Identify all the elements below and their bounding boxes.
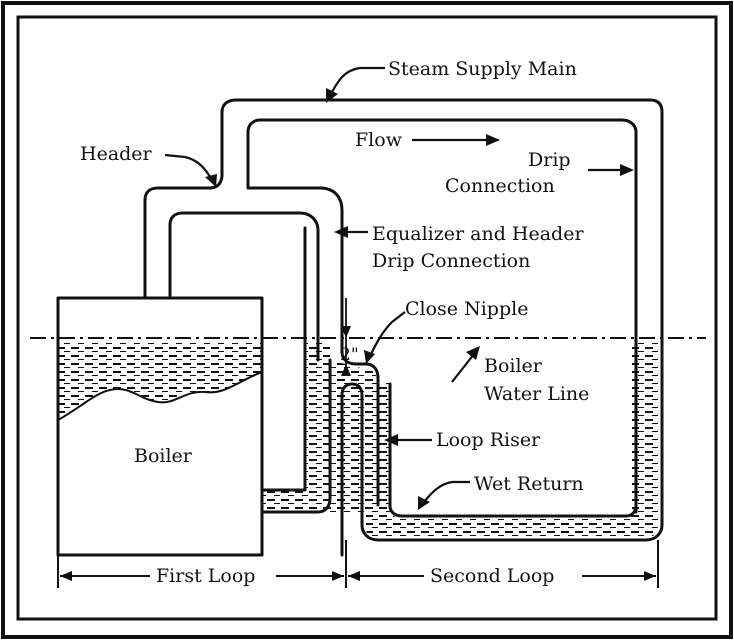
boiler-water-surface (57, 371, 263, 421)
header-arrow (164, 153, 213, 181)
second-loop-arrow-left (348, 571, 360, 581)
close-nipple-arrowhead (364, 350, 375, 364)
steam-supply-main-inner (168, 211, 320, 362)
header-to-equalizer (246, 186, 344, 342)
first-loop-arrow-left (60, 571, 72, 581)
boiler-water-line-label-1: Boiler (484, 355, 543, 377)
steam-supply-main-label: Steam Supply Main (388, 58, 577, 80)
first-loop-arrow-right (332, 571, 344, 581)
boiler-water-line-label-2: Water Line (484, 383, 589, 405)
two-inch-label: 2" (340, 345, 359, 365)
wet-return-label: Wet Return (474, 473, 584, 495)
header-riser-inner (246, 118, 638, 514)
equalizer-label-2: Drip Connection (372, 250, 530, 272)
equalizer-label-1: Equalizer and Header (372, 223, 584, 245)
drip-connection-label-2: Connection (445, 175, 555, 197)
wet-return-arrow (423, 480, 470, 503)
equalizer-pipe (260, 226, 307, 492)
two-inch-arrow-bottom (341, 364, 351, 376)
second-loop-label: Second Loop (430, 565, 554, 587)
drip-connection-arrowhead (620, 164, 634, 176)
second-loop-water (366, 341, 658, 540)
boiler-water-line-arrowhead (466, 346, 480, 360)
close-nipple-connection (340, 338, 380, 507)
flow-label: Flow (355, 129, 403, 151)
steam-supply-main-outer (143, 98, 664, 527)
two-inch-arrow-top (341, 326, 351, 338)
boiler-label: Boiler (134, 445, 193, 467)
loop-riser-arrowhead (384, 434, 398, 446)
equalizer-arrowhead (334, 226, 348, 238)
second-loop-arrow-right (644, 571, 656, 581)
close-nipple-arrow (369, 311, 406, 357)
header-label: Header (80, 143, 153, 165)
first-loop-return-water (262, 341, 376, 512)
steam-supply-main-arrowhead (326, 88, 338, 103)
steam-supply-main-arrow (329, 66, 385, 97)
wet-return-inner (388, 382, 638, 518)
header-arrowhead (205, 174, 217, 187)
loop-riser-label: Loop Riser (436, 429, 541, 451)
flow-arrowhead (486, 134, 500, 146)
inner-frame (16, 15, 718, 621)
drip-connection-label-1: Drip (528, 149, 571, 171)
first-loop-return (260, 358, 332, 514)
first-loop-label: First Loop (156, 565, 255, 587)
loop-riser-pipe (340, 382, 664, 557)
boiler-water (58, 341, 262, 420)
boiler (56, 296, 264, 557)
boiler-water-line-arrow (451, 353, 475, 383)
close-nipple-label: Close Nipple (405, 298, 528, 320)
wet-return-arrowhead (418, 496, 430, 510)
